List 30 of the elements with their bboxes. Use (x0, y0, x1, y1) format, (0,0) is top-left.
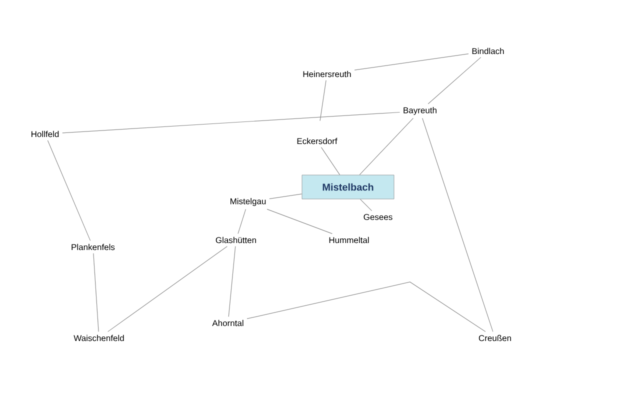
place-label: Waischenfeld (74, 334, 124, 342)
place-label: Ahorntal (212, 320, 244, 326)
connector-line (422, 118, 494, 332)
place-label: Eckersdorf (297, 138, 338, 144)
connector-line (360, 198, 372, 212)
place-label: Glashütten (216, 236, 256, 244)
highlighted-box: Mistelbach (302, 174, 394, 200)
connector-line (238, 208, 246, 234)
connector-line (428, 57, 482, 104)
connector-line (320, 80, 326, 122)
place-label: Bayreuth (404, 107, 436, 115)
place-label: Hummeltal (329, 236, 369, 244)
place-label: Mistelgau (230, 198, 266, 206)
place-label: Gesees (364, 214, 392, 220)
connector-line (108, 246, 228, 332)
connector-line (269, 194, 302, 200)
connector-line (47, 140, 91, 241)
place-label: Heinersreuth (303, 70, 351, 78)
place-label: Hollfeld (32, 130, 59, 138)
place-label: Bindlach (472, 48, 504, 54)
connector-line (246, 282, 486, 332)
place-label: Plankenfels (72, 244, 115, 250)
connector-line (359, 118, 414, 176)
place-label: Creußen (478, 334, 511, 342)
connector-line (228, 246, 236, 317)
connector-line (62, 112, 400, 134)
connector-line (320, 147, 340, 176)
connector-line (93, 253, 99, 332)
connector-line (266, 208, 332, 234)
connector-line (354, 54, 469, 70)
